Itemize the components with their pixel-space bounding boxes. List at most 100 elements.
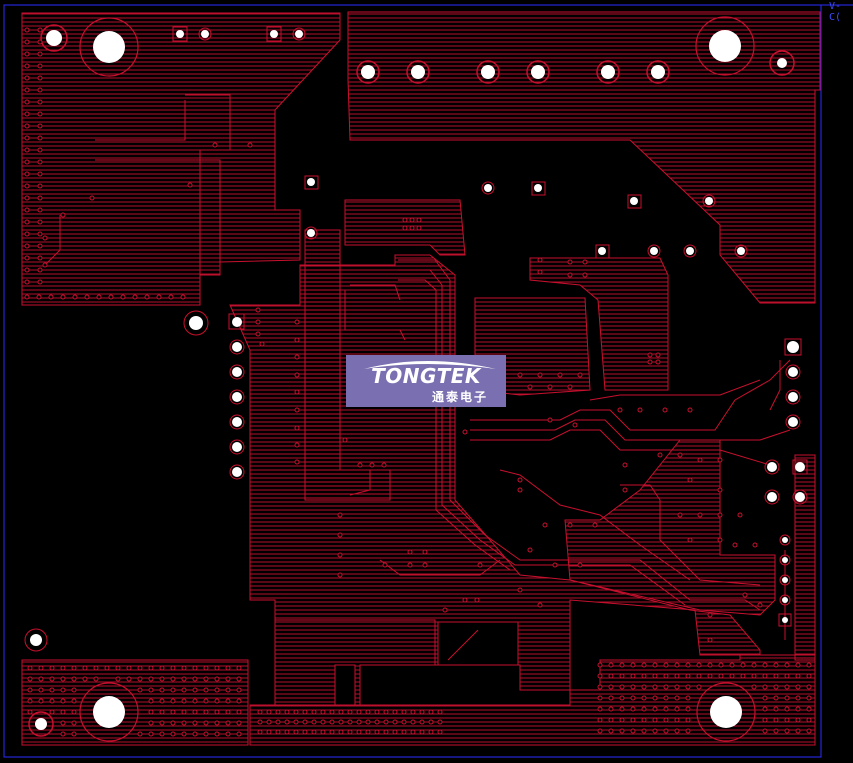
via xyxy=(37,99,43,105)
via xyxy=(592,522,598,528)
signal-traces xyxy=(344,259,791,640)
via xyxy=(347,719,353,725)
via xyxy=(383,719,389,725)
via xyxy=(674,728,680,734)
via xyxy=(630,684,636,690)
copper-pour-top-right xyxy=(347,11,821,304)
via xyxy=(517,477,523,483)
via xyxy=(38,687,44,693)
via xyxy=(71,665,77,671)
via xyxy=(148,698,154,704)
via xyxy=(255,319,261,325)
via xyxy=(71,676,77,682)
via xyxy=(181,698,187,704)
via xyxy=(422,549,428,555)
via xyxy=(37,75,43,81)
via xyxy=(24,159,30,165)
via xyxy=(663,728,669,734)
via xyxy=(773,662,779,668)
via xyxy=(762,662,768,668)
via xyxy=(320,709,326,715)
mounting-hole-top-right xyxy=(695,16,755,76)
via xyxy=(677,452,683,458)
via xyxy=(784,706,790,712)
via xyxy=(24,39,30,45)
via xyxy=(342,437,348,443)
via xyxy=(356,719,362,725)
via xyxy=(84,294,90,300)
via xyxy=(82,665,88,671)
via xyxy=(707,612,713,618)
mounting-hole-bottom-left xyxy=(79,682,139,742)
via xyxy=(192,698,198,704)
via xyxy=(795,728,801,734)
via xyxy=(407,549,413,555)
via xyxy=(357,462,363,468)
via xyxy=(784,728,790,734)
via xyxy=(120,294,126,300)
via xyxy=(159,665,165,671)
via xyxy=(392,719,398,725)
via xyxy=(806,706,812,712)
via xyxy=(402,217,408,223)
via xyxy=(203,698,209,704)
via xyxy=(36,294,42,300)
via xyxy=(24,171,30,177)
via xyxy=(37,183,43,189)
via xyxy=(180,294,186,300)
via xyxy=(37,87,43,93)
via xyxy=(37,267,43,273)
via xyxy=(42,262,48,268)
via xyxy=(37,279,43,285)
via xyxy=(641,728,647,734)
via xyxy=(236,687,242,693)
via xyxy=(582,259,588,265)
via xyxy=(652,684,658,690)
via xyxy=(401,729,407,735)
via xyxy=(337,532,343,538)
via xyxy=(37,231,43,237)
via xyxy=(795,717,801,723)
brand-logo: TONGTEK 通泰电子 xyxy=(346,355,506,407)
via xyxy=(24,147,30,153)
via xyxy=(71,698,77,704)
via xyxy=(356,729,362,735)
via xyxy=(577,372,583,378)
via xyxy=(773,728,779,734)
via xyxy=(374,729,380,735)
via xyxy=(236,720,242,726)
via xyxy=(696,662,702,668)
via xyxy=(751,684,757,690)
via xyxy=(24,123,30,129)
via xyxy=(27,665,33,671)
via xyxy=(806,673,812,679)
via xyxy=(630,717,636,723)
via xyxy=(517,372,523,378)
via xyxy=(255,307,261,313)
via xyxy=(784,684,790,690)
via xyxy=(392,709,398,715)
via xyxy=(687,407,693,413)
via xyxy=(294,354,300,360)
via xyxy=(773,695,779,701)
via xyxy=(49,665,55,671)
via xyxy=(630,673,636,679)
via xyxy=(311,719,317,725)
via xyxy=(71,687,77,693)
via xyxy=(617,407,623,413)
via xyxy=(203,687,209,693)
via xyxy=(773,706,779,712)
via xyxy=(477,562,483,568)
via xyxy=(37,207,43,213)
via xyxy=(365,719,371,725)
via xyxy=(148,665,154,671)
via xyxy=(697,457,703,463)
via xyxy=(542,522,548,528)
via xyxy=(137,731,143,737)
via xyxy=(137,687,143,693)
via xyxy=(567,522,573,528)
via xyxy=(572,422,578,428)
via xyxy=(108,294,114,300)
via xyxy=(718,673,724,679)
via xyxy=(181,676,187,682)
